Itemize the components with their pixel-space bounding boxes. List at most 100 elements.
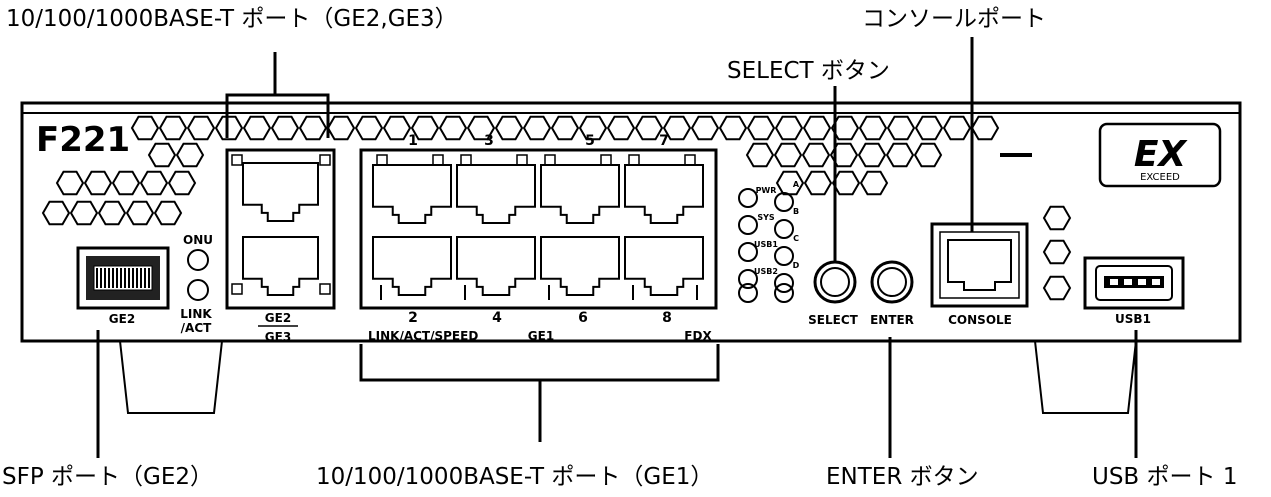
bracket-ge2-ge3 bbox=[225, 93, 330, 138]
ge1-port-7[interactable] bbox=[624, 164, 704, 224]
vent-hole bbox=[858, 115, 888, 141]
vent-hole bbox=[578, 115, 608, 141]
port-number-bottom: 8 bbox=[662, 310, 672, 326]
port-number-bottom: 4 bbox=[492, 310, 502, 326]
vent-hole bbox=[606, 115, 636, 141]
vent-hole bbox=[1042, 205, 1072, 231]
vent-hole bbox=[718, 115, 748, 141]
vent-hole bbox=[830, 115, 860, 141]
enter-button[interactable] bbox=[870, 260, 914, 304]
vent-hole bbox=[270, 115, 300, 141]
callout-ge2-ge3-ports: 10/100/1000BASE-T ポート（GE2,GE3） bbox=[6, 6, 458, 32]
link-act-speed-label: LINK/ACT/SPEED bbox=[368, 329, 478, 343]
vent-hole bbox=[774, 115, 804, 141]
port-led bbox=[231, 154, 243, 166]
vent-hole bbox=[382, 115, 412, 141]
ge3-port[interactable] bbox=[242, 236, 319, 296]
led-a bbox=[774, 192, 794, 212]
vent-hole bbox=[859, 170, 889, 196]
ge1-ports bbox=[372, 154, 704, 300]
port-led bbox=[319, 283, 331, 295]
vent-hole bbox=[494, 115, 524, 141]
vent-hole bbox=[466, 115, 496, 141]
console-port[interactable] bbox=[930, 222, 1029, 308]
ge1-label: GE1 bbox=[528, 329, 554, 343]
port-number-bottom: 6 bbox=[578, 310, 588, 326]
ge2-port[interactable] bbox=[242, 162, 319, 222]
led-pwr bbox=[738, 188, 758, 208]
vent-hole bbox=[775, 170, 805, 196]
bracket-ge1 bbox=[359, 344, 720, 382]
port-led bbox=[319, 154, 331, 166]
vent-hole bbox=[913, 142, 943, 168]
usb-port[interactable] bbox=[1083, 256, 1185, 310]
port-led bbox=[460, 154, 472, 166]
link-label: LINK bbox=[180, 307, 212, 321]
sfp-contact bbox=[96, 268, 98, 288]
ge1-port-2[interactable] bbox=[372, 236, 452, 296]
vent-hole bbox=[326, 115, 356, 141]
sfp-port[interactable] bbox=[76, 246, 170, 310]
led-label: B bbox=[793, 207, 799, 216]
port-led bbox=[432, 154, 444, 166]
vent-hole bbox=[970, 115, 1000, 141]
select-button[interactable] bbox=[813, 260, 857, 304]
sfp-contact bbox=[140, 268, 142, 288]
vent-hole bbox=[111, 170, 141, 196]
vent-hole bbox=[745, 142, 775, 168]
callout-sfp-port: SFP ポート（GE2） bbox=[2, 464, 213, 490]
ge1-port-6[interactable] bbox=[540, 236, 620, 296]
callout-enter-button: ENTER ボタン bbox=[826, 464, 979, 490]
vent-hole bbox=[438, 115, 468, 141]
vent-hole bbox=[942, 115, 972, 141]
led-c bbox=[774, 246, 794, 266]
ge1-port-1[interactable] bbox=[372, 164, 452, 224]
vent-hole bbox=[1042, 275, 1072, 301]
console-label: CONSOLE bbox=[948, 313, 1012, 327]
led-sys bbox=[738, 215, 758, 235]
vent-hole bbox=[886, 115, 916, 141]
vent-hole bbox=[634, 115, 664, 141]
port-led bbox=[544, 154, 556, 166]
led-label: USB2 bbox=[754, 267, 778, 276]
led-label: SYS bbox=[757, 213, 775, 222]
model-label: F221 bbox=[36, 120, 130, 160]
vent-hole bbox=[662, 115, 692, 141]
vent-hole bbox=[147, 142, 177, 168]
callout-leaders bbox=[96, 37, 1138, 458]
vent-hole bbox=[522, 115, 552, 141]
ge1-port-8[interactable] bbox=[624, 236, 704, 296]
vent-hole bbox=[298, 115, 328, 141]
sfp-contact bbox=[132, 268, 134, 288]
sfp-contact bbox=[112, 268, 114, 288]
ge1-port-block bbox=[359, 148, 718, 310]
sfp-contact bbox=[144, 268, 146, 288]
vent-hole bbox=[1042, 239, 1072, 265]
ge1-port-4[interactable] bbox=[456, 236, 536, 296]
led-label: USB1 bbox=[754, 240, 778, 249]
ge3-label: GE3 bbox=[265, 330, 291, 344]
led-d bbox=[774, 273, 794, 293]
vent-hole bbox=[801, 142, 831, 168]
vent-hole bbox=[153, 200, 183, 226]
vent-hole bbox=[831, 170, 861, 196]
vent-hole bbox=[885, 142, 915, 168]
led-label: D bbox=[793, 261, 800, 270]
ge1-port-5[interactable] bbox=[540, 164, 620, 224]
sfp-contact bbox=[124, 268, 126, 288]
left-foot bbox=[119, 340, 223, 414]
right-foot bbox=[1034, 340, 1137, 414]
sfp-contact bbox=[128, 268, 130, 288]
ge1-port-3[interactable] bbox=[456, 164, 536, 224]
callout-usb-port: USB ポート 1 bbox=[1092, 464, 1237, 490]
vent-hole bbox=[83, 170, 113, 196]
act-label: /ACT bbox=[181, 321, 212, 335]
port-number-top: 5 bbox=[585, 133, 595, 149]
sfp-contact bbox=[136, 268, 138, 288]
led-label: A bbox=[793, 180, 800, 189]
port-led bbox=[516, 154, 528, 166]
vent-hole bbox=[690, 115, 720, 141]
sfp-contact bbox=[116, 268, 118, 288]
